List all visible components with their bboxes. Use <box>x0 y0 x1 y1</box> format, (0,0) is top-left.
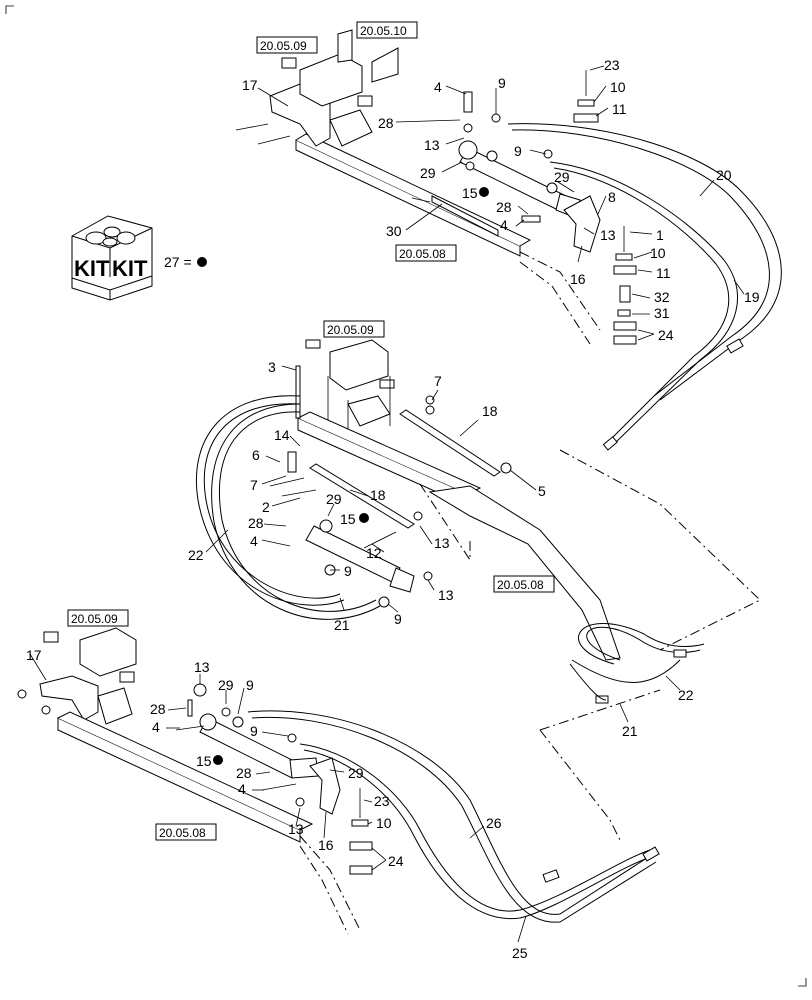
callout-label: 21 <box>622 723 638 739</box>
callout-label: 10 <box>376 815 392 831</box>
callout-label: 9 <box>514 143 522 159</box>
callout-label: 25 <box>512 945 528 961</box>
callout-label: 29 <box>420 165 436 181</box>
callout-label: 10 <box>610 79 626 95</box>
callout-label: 7 <box>434 373 442 389</box>
callout-label: 15 <box>340 511 356 527</box>
callout-label: 4 <box>238 781 246 797</box>
callout-label: 29 <box>218 677 234 693</box>
callout-label: 4 <box>434 79 442 95</box>
callout-label: 1 <box>656 227 664 243</box>
callout-label: 29 <box>554 169 570 185</box>
callout-label: 26 <box>486 815 502 831</box>
callout-label: 11 <box>656 265 671 281</box>
callout-label: 22 <box>188 547 204 563</box>
callout-label: 8 <box>608 189 616 205</box>
callout-label: 7 <box>250 477 258 493</box>
top-assembly: 20.05.09 20.05.10 20.05.08 <box>235 21 782 651</box>
ref-box-bot-20-05-09: 20.05.09 <box>71 612 118 626</box>
callout-label: 4 <box>250 533 258 549</box>
callout-label: 13 <box>424 137 440 153</box>
kit-label-right: KIT <box>112 256 148 281</box>
kit-dot-icon-mid <box>359 513 369 523</box>
corner-mark-top-left <box>5 5 14 14</box>
callout-label: 16 <box>318 837 334 853</box>
callout-label: 5 <box>538 483 546 499</box>
callout-label: 12 <box>366 545 382 561</box>
middle-assembly: 20.05.09 20.05.08 <box>196 320 705 731</box>
kit-legend-dot-icon <box>197 257 207 267</box>
callout-label: 28 <box>378 115 394 131</box>
callout-label: 32 <box>654 289 670 305</box>
callout-label: 9 <box>250 723 258 739</box>
callout-label: 18 <box>482 403 498 419</box>
callout-label: 13 <box>194 659 210 675</box>
kit-icon: KIT KIT <box>71 215 153 301</box>
kit-dot-icon-bottom <box>213 755 223 765</box>
callout-label: 28 <box>248 515 264 531</box>
leader-lines <box>29 65 745 943</box>
callout-label: 24 <box>658 327 674 343</box>
kit-legend-text: 27 = <box>164 254 192 270</box>
callout-label: 3 <box>268 359 276 375</box>
callout-label: 2 <box>262 499 270 515</box>
callout-label: 13 <box>438 587 454 603</box>
callout-label: 22 <box>678 687 694 703</box>
callout-label: 20 <box>716 167 732 183</box>
callout-label: 10 <box>650 245 666 261</box>
callout-label: 4 <box>152 719 160 735</box>
callout-label: 28 <box>496 199 512 215</box>
callout-label: 4 <box>500 217 508 233</box>
callout-label: 13 <box>600 227 616 243</box>
ref-box-top-20-05-09: 20.05.09 <box>260 39 307 53</box>
callout-label: 17 <box>26 647 42 663</box>
callout-label: 23 <box>604 57 620 73</box>
ref-box-mid-20-05-09: 20.05.09 <box>327 323 374 337</box>
callout-label: 28 <box>236 765 252 781</box>
callout-label: 17 <box>242 77 258 93</box>
callout-label: 13 <box>288 821 304 837</box>
callout-label: 15 <box>196 753 212 769</box>
callout-label: 9 <box>246 677 254 693</box>
callout-label: 24 <box>388 853 404 869</box>
callout-label: 23 <box>374 793 390 809</box>
kit-dot-icon-top <box>479 187 489 197</box>
ref-box-mid-20-05-08: 20.05.08 <box>497 578 544 592</box>
ref-box-top-20-05-10: 20.05.10 <box>360 24 407 38</box>
callout-label: 14 <box>274 427 290 443</box>
callout-label: 21 <box>334 617 350 633</box>
callout-numbers: 17 4 28 13 9 29 15 9 29 30 28 4 8 13 16 … <box>26 57 760 961</box>
callout-label: 19 <box>744 289 760 305</box>
callout-label: 28 <box>150 701 166 717</box>
callout-label: 11 <box>612 101 627 117</box>
callout-label: 9 <box>394 611 402 627</box>
kit-label-left: KIT <box>74 256 110 281</box>
callout-label: 15 <box>462 185 478 201</box>
callout-label: 30 <box>386 223 402 239</box>
callout-label: 9 <box>498 75 506 91</box>
callout-label: 31 <box>654 305 670 321</box>
callout-label: 9 <box>344 563 352 579</box>
callout-label: 16 <box>570 271 586 287</box>
callout-label: 13 <box>434 535 450 551</box>
callout-label: 29 <box>348 765 364 781</box>
callout-label: 6 <box>252 447 260 463</box>
bottom-assembly: 20.05.09 20.05.08 <box>17 609 660 935</box>
callout-label: 29 <box>326 491 342 507</box>
corner-mark-bottom-right <box>798 978 807 987</box>
callout-label: 18 <box>370 487 386 503</box>
ref-box-bot-20-05-08: 20.05.08 <box>159 826 206 840</box>
ref-box-top-20-05-08: 20.05.08 <box>399 247 446 261</box>
